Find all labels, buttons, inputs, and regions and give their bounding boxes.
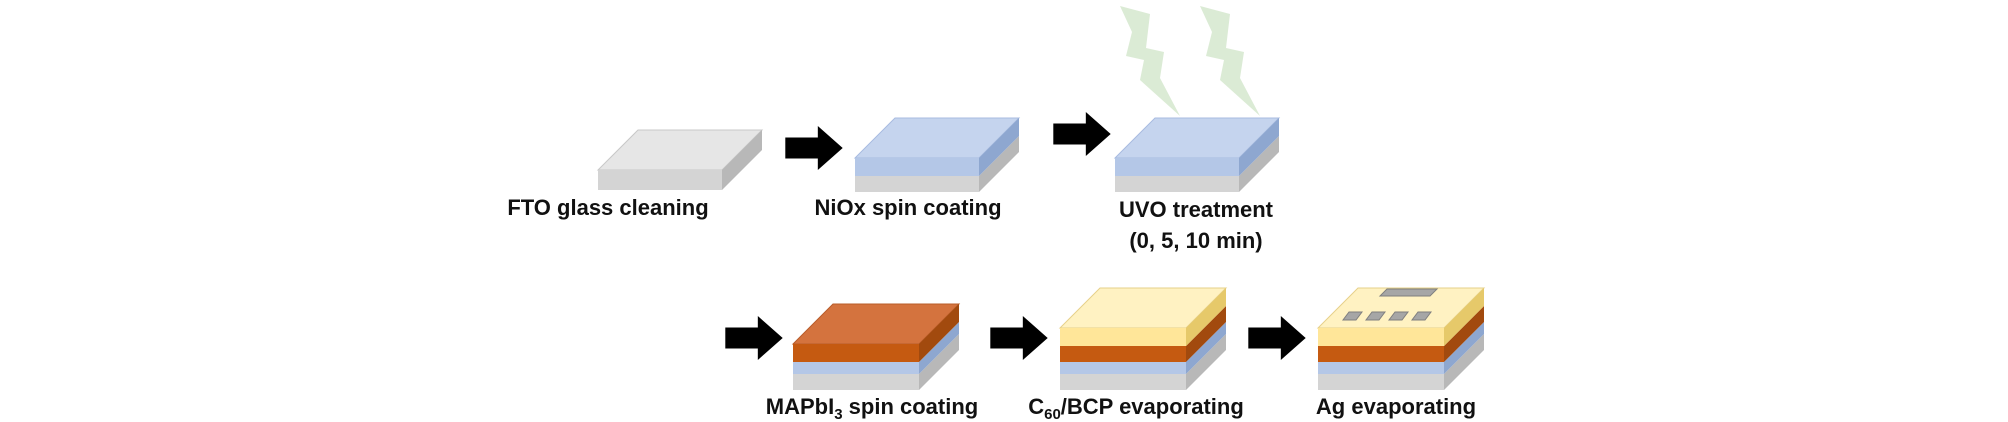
uv-lightning-icon xyxy=(1120,6,1180,116)
step-niox: NiOx spin coating xyxy=(814,117,1021,220)
perovskite-layer xyxy=(791,303,961,362)
perovskite-layer xyxy=(1318,306,1484,362)
glass-substrate xyxy=(596,129,764,190)
ag-electrodes xyxy=(1342,288,1439,321)
c60-bcp-layer xyxy=(1058,287,1228,346)
step-label: C60/BCP evaporating xyxy=(1028,394,1244,422)
niox-layer xyxy=(1113,117,1281,176)
niox-layer xyxy=(853,117,1021,176)
step-label: FTO glass cleaning xyxy=(507,195,708,220)
step-uvo: UVO treatment (0, 5, 10 min) xyxy=(1113,6,1281,253)
step-c60-bcp: C60/BCP evaporating xyxy=(1028,287,1244,422)
right-arrow-icon xyxy=(990,316,1048,360)
right-arrow-icon xyxy=(1248,316,1306,360)
right-arrow-icon xyxy=(785,126,843,170)
step-ag: Ag evaporating xyxy=(1316,287,1486,419)
niox-layer xyxy=(1060,322,1226,374)
c60-bcp-layer xyxy=(1316,287,1486,346)
right-arrow-icon xyxy=(1053,112,1111,156)
niox-layer xyxy=(793,322,959,374)
perovskite-layer xyxy=(1060,306,1226,362)
niox-layer xyxy=(1318,322,1484,374)
glass-substrate xyxy=(1318,334,1484,390)
step-sublabel: (0, 5, 10 min) xyxy=(1129,228,1262,253)
step-mapbi3: MAPbI3 spin coating xyxy=(766,303,978,422)
glass-substrate xyxy=(855,136,1019,192)
step-label: MAPbI3 spin coating xyxy=(766,394,978,422)
step-fto-glass: FTO glass cleaning xyxy=(507,129,764,220)
step-label: Ag evaporating xyxy=(1316,394,1476,419)
glass-substrate xyxy=(1115,136,1279,192)
uv-lightning-icon xyxy=(1200,6,1260,116)
step-label: UVO treatment xyxy=(1119,197,1274,222)
glass-substrate xyxy=(793,334,959,390)
glass-substrate xyxy=(1060,334,1226,390)
step-label: NiOx spin coating xyxy=(814,195,1001,220)
right-arrow-icon xyxy=(725,316,783,360)
